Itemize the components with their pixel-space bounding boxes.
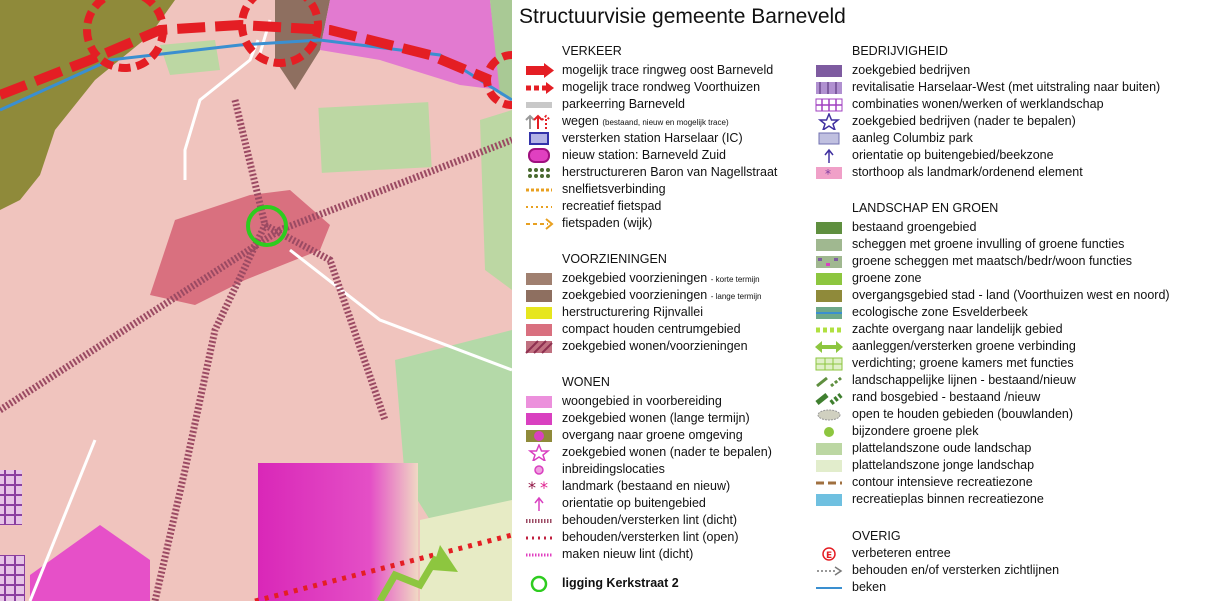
combined-living-working-area-1 xyxy=(0,470,22,525)
columbiz-park-swatch xyxy=(818,132,840,145)
living-facilities-swatch xyxy=(525,340,553,354)
existing-green-swatch xyxy=(816,222,842,234)
pale-yellow-area xyxy=(420,500,512,601)
orientation-arrow-icon xyxy=(534,496,544,511)
roads-icon xyxy=(525,114,551,129)
green-zone-swatch xyxy=(816,273,842,285)
ribbon-3 xyxy=(263,221,389,422)
business-search-swatch xyxy=(816,65,842,77)
housing-prep-swatch xyxy=(526,396,552,408)
soft-transition-icon xyxy=(816,327,842,333)
green-area-top-right xyxy=(490,0,512,100)
ribbon-open-icon xyxy=(526,536,552,540)
transition-zone-swatch xyxy=(816,290,842,302)
road-4 xyxy=(28,439,97,601)
recreational-cycle-path-icon xyxy=(526,206,552,208)
green-area-right-2 xyxy=(480,110,512,290)
ribbon-1 xyxy=(0,136,512,413)
section-heading-bedrijvigheid: BEDRIJVIGHEID xyxy=(852,44,948,58)
landmark-asterisk-icon: ** xyxy=(528,478,548,495)
station-harselaar-icon xyxy=(529,132,549,145)
section-heading-wonen: WONEN xyxy=(562,375,610,389)
green-connection-arrow-head xyxy=(432,545,458,572)
housing-search-swatch xyxy=(526,413,552,425)
kerkstraat-marker xyxy=(246,205,288,247)
bypass-arrow-icon xyxy=(526,82,554,94)
ringroad-node-1 xyxy=(83,0,167,72)
ringroad-node-2 xyxy=(238,0,322,67)
landfill-landmark-swatch: * xyxy=(816,167,842,181)
forest-edge-icon xyxy=(815,393,843,405)
rijnvallei-swatch xyxy=(526,307,552,319)
densification-swatch xyxy=(815,357,843,371)
entrance-e-icon: E xyxy=(822,547,836,561)
sightline-arrow-icon xyxy=(817,566,843,576)
living-working-swatch xyxy=(815,98,843,112)
pink-housing-area-bottom-left xyxy=(30,525,150,601)
young-landscape-swatch xyxy=(816,460,842,472)
bypass-trace xyxy=(254,532,512,601)
business-star-icon xyxy=(817,113,841,130)
road-3 xyxy=(289,248,512,372)
light-green-patch-2 xyxy=(318,102,432,173)
recreation-contour-icon xyxy=(816,481,842,485)
section-heading-voorzieningen: VOORZIENINGEN xyxy=(562,252,667,266)
stream-line-icon xyxy=(816,587,842,589)
olive-transition-area xyxy=(0,0,175,210)
orientation-arrow-icon xyxy=(824,148,834,163)
structure-map xyxy=(0,0,512,601)
parking-ring-icon xyxy=(526,102,552,108)
mixed-green-wedge-swatch xyxy=(816,256,842,268)
old-landscape-swatch xyxy=(816,443,842,455)
facility-long-swatch xyxy=(526,290,552,302)
open-area-oval-icon xyxy=(817,409,841,421)
recreation-lake-swatch xyxy=(816,494,842,506)
section-heading-landschap: LANDSCHAP EN GROEN xyxy=(852,201,999,215)
facility-short-swatch xyxy=(526,273,552,285)
green-wedge-swatch xyxy=(816,239,842,251)
fast-cycle-route-icon xyxy=(526,188,552,192)
green-connection-arrow-icon xyxy=(815,341,843,353)
station-zuid-icon xyxy=(528,148,550,163)
star-icon xyxy=(527,444,551,461)
ribbon-2 xyxy=(151,99,269,601)
infill-circle-icon xyxy=(534,465,544,475)
section-heading-verkeer: VERKEER xyxy=(562,44,622,58)
street-restructure-icon xyxy=(528,168,550,178)
landscape-lines-icon xyxy=(816,376,842,388)
revitalisation-swatch xyxy=(816,82,842,94)
green-area-right xyxy=(395,330,512,540)
section-heading-overig: OVERIG xyxy=(852,529,901,543)
legend-panel: Structuurvisie gemeente Barneveld VERKEE… xyxy=(512,0,1205,601)
combined-living-working-area-2 xyxy=(0,555,25,601)
map-panel[interactable] xyxy=(0,0,512,601)
kerkstraat-circle-icon xyxy=(530,575,548,592)
green-spot-icon xyxy=(824,427,834,437)
svg-text:*: * xyxy=(528,478,536,495)
light-green-patch-1 xyxy=(160,40,220,75)
ringroad-arrow-icon xyxy=(526,63,554,78)
ribbons xyxy=(0,99,512,601)
ringroad-node-3 xyxy=(483,51,512,109)
new-ribbon-icon xyxy=(526,553,552,557)
centre-swatch xyxy=(526,324,552,336)
ecological-zone-swatch xyxy=(816,307,842,319)
green-transition-swatch xyxy=(526,430,552,442)
cycle-paths-icon xyxy=(526,218,554,230)
legend-title: Structuurvisie gemeente Barneveld xyxy=(519,5,846,28)
svg-text:*: * xyxy=(825,167,831,181)
ribbon-dense-icon xyxy=(526,519,552,523)
road-1 xyxy=(183,39,260,180)
svg-text:*: * xyxy=(540,478,548,495)
svg-text:E: E xyxy=(826,551,832,561)
